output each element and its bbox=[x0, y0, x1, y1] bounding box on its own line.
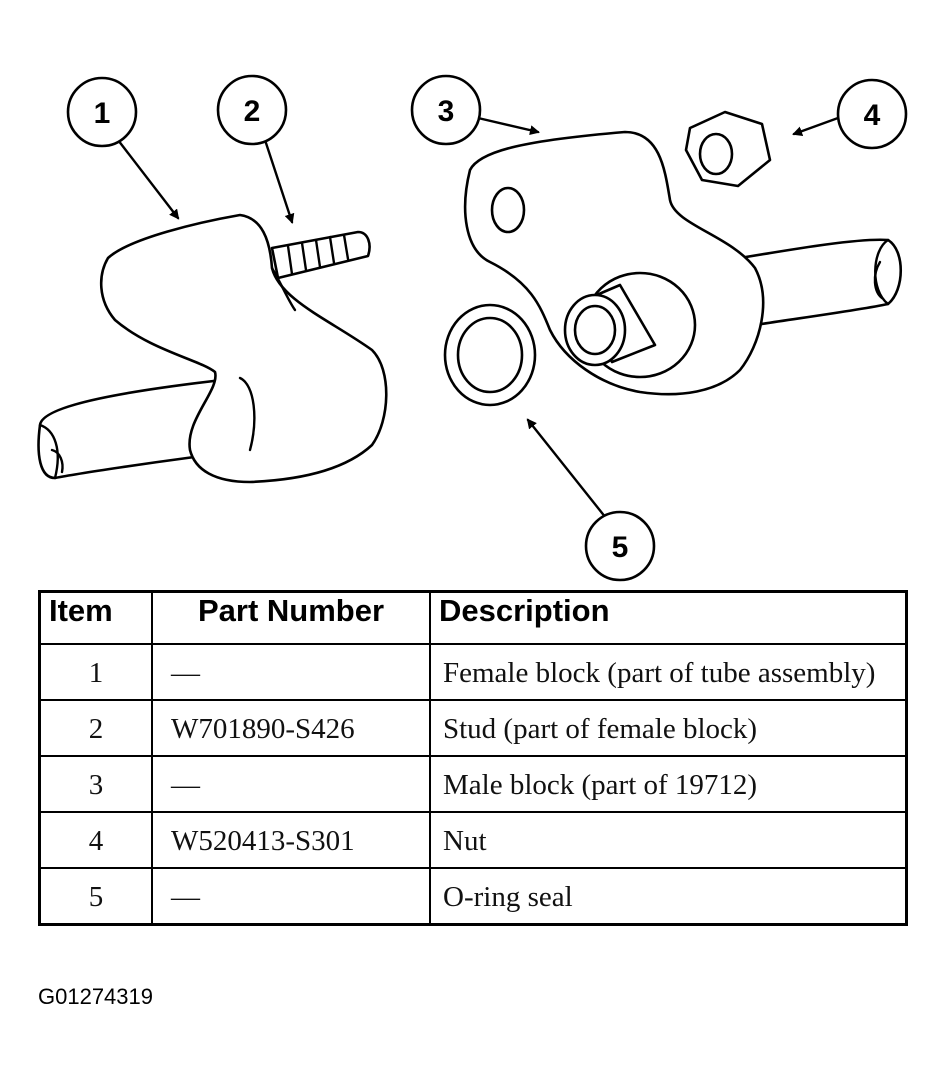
table-row: 3 — Male block (part of 19712) bbox=[38, 755, 908, 813]
part-number-column-header: Part Number bbox=[151, 590, 431, 645]
part-number-cell: — bbox=[151, 755, 431, 813]
callout-5: 5 bbox=[584, 510, 656, 582]
table-row: 2 W701890-S426 Stud (part of female bloc… bbox=[38, 699, 908, 757]
female-block-drawing bbox=[37, 213, 388, 484]
o-ring-drawing bbox=[443, 303, 537, 407]
description-column-header: Description bbox=[429, 590, 908, 645]
svg-text:2: 2 bbox=[244, 95, 261, 128]
parts-illustration: 1 2 3 4 5 bbox=[37, 74, 908, 582]
callout-arrow-1 bbox=[116, 138, 180, 220]
callout-4: 4 bbox=[836, 78, 908, 150]
callout-1: 1 bbox=[66, 76, 138, 148]
table-row: 4 W520413-S301 Nut bbox=[38, 811, 908, 869]
table-row: 5 — O-ring seal bbox=[38, 867, 908, 926]
description-cell: O-ring seal bbox=[429, 867, 908, 926]
svg-text:5: 5 bbox=[612, 531, 629, 564]
table-row: 1 — Female block (part of tube assembly) bbox=[38, 643, 908, 701]
callout-3: 3 bbox=[410, 74, 482, 146]
svg-text:4: 4 bbox=[864, 99, 881, 132]
item-column-header: Item bbox=[38, 590, 153, 645]
part-number-cell: W701890-S426 bbox=[151, 699, 431, 757]
part-number-cell: — bbox=[151, 643, 431, 701]
stud-drawing bbox=[270, 230, 371, 280]
description-cell: Male block (part of 19712) bbox=[429, 755, 908, 813]
callout-arrow-3 bbox=[476, 116, 540, 136]
description-cell: Stud (part of female block) bbox=[429, 699, 908, 757]
callout-arrow-2 bbox=[263, 138, 295, 224]
callout-2: 2 bbox=[216, 74, 288, 146]
item-cell: 4 bbox=[38, 811, 153, 869]
description-cell: Female block (part of tube assembly) bbox=[429, 643, 908, 701]
part-number-cell: W520413-S301 bbox=[151, 811, 431, 869]
svg-text:3: 3 bbox=[438, 95, 455, 128]
item-cell: 2 bbox=[38, 699, 153, 757]
item-cell: 1 bbox=[38, 643, 153, 701]
callout-arrow-5 bbox=[526, 418, 608, 520]
figure-id: G01274319 bbox=[38, 984, 153, 1009]
callout-arrow-4 bbox=[792, 116, 840, 136]
parts-table: Item Part Number Description 1 — Female … bbox=[38, 590, 908, 926]
item-cell: 3 bbox=[38, 755, 153, 813]
male-block-drawing bbox=[463, 130, 903, 396]
nut-drawing bbox=[684, 110, 772, 188]
part-number-cell: — bbox=[151, 867, 431, 926]
description-cell: Nut bbox=[429, 811, 908, 869]
table-header-row: Item Part Number Description bbox=[38, 590, 908, 645]
item-cell: 5 bbox=[38, 867, 153, 926]
svg-text:1: 1 bbox=[94, 97, 111, 130]
